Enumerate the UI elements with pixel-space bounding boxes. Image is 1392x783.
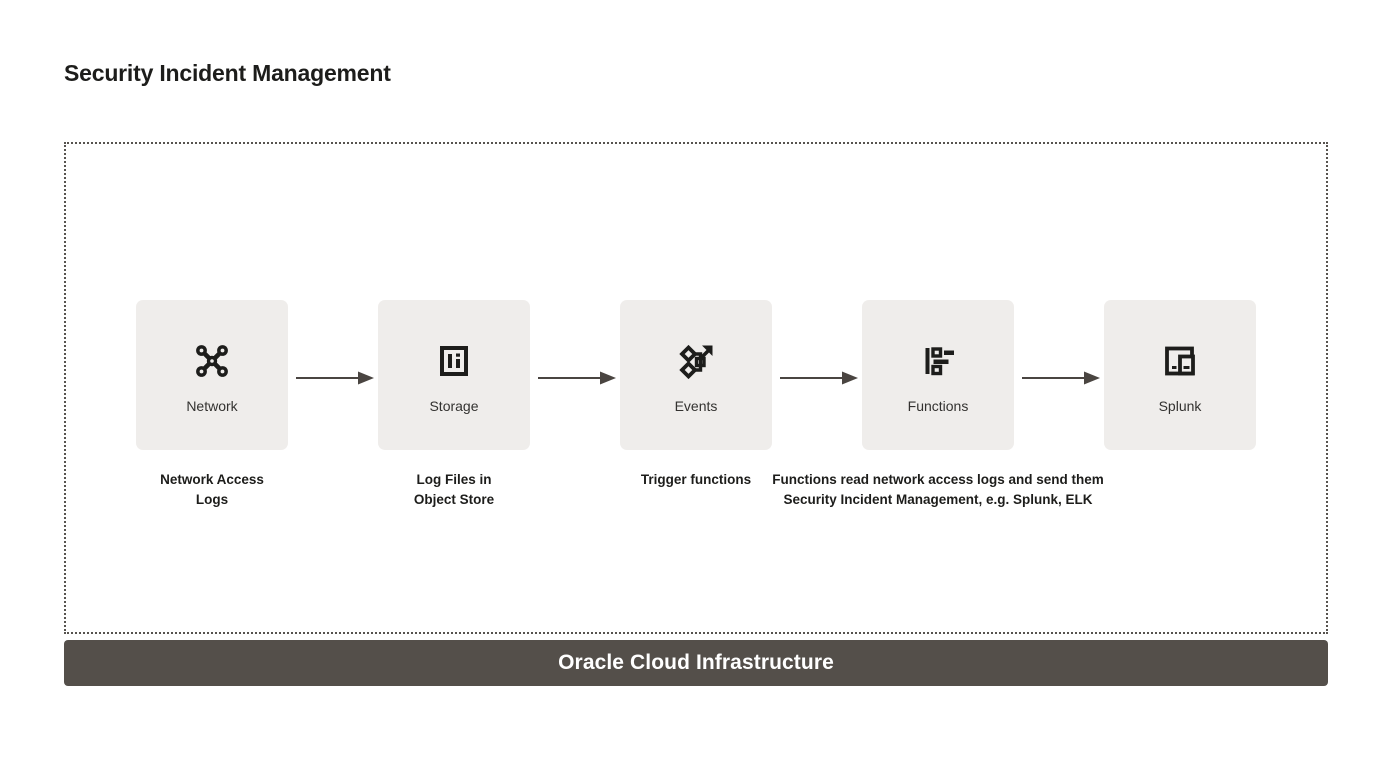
flow-node-storage-caption: Log Files in Object Store (413, 472, 495, 508)
arrow-storage-events (538, 370, 618, 386)
flow-node-splunk-card[interactable]: Splunk (1104, 300, 1256, 450)
flow-node-splunk[interactable]: Splunk (1104, 300, 1256, 450)
page-title: Security Incident Management (64, 60, 391, 86)
events-flow-icon (672, 337, 720, 385)
architecture-flow: Network Network Access Logs Storage Log … (64, 300, 1328, 510)
flow-node-events-caption: Trigger functions (640, 472, 752, 487)
arrow-functions-splunk (1022, 370, 1102, 386)
arrow-network-storage (296, 370, 376, 386)
arrow-events-functions (780, 370, 860, 386)
platform-band-label: Oracle Cloud Infrastructure (558, 651, 834, 674)
flow-node-splunk-label: Splunk (1158, 398, 1202, 414)
flow-node-events[interactable]: Events Trigger functions (620, 300, 772, 490)
flow-node-network-label: Network (186, 398, 238, 414)
storage-drive-icon (430, 337, 478, 385)
flow-node-network-caption: Network Access Logs (160, 472, 264, 508)
flow-node-storage-card[interactable]: Storage (378, 300, 530, 450)
platform-band: Oracle Cloud Infrastructure (64, 640, 1328, 686)
flow-node-storage[interactable]: Storage Log Files in Object Store (378, 300, 530, 511)
flow-node-storage-label: Storage (429, 398, 479, 414)
flow-node-network[interactable]: Network Network Access Logs (136, 300, 288, 511)
flow-span-caption: Functions read network access logs and s… (772, 472, 1104, 508)
functions-blocks-icon (914, 337, 962, 385)
splunk-windows-icon (1156, 337, 1204, 385)
flow-node-network-card[interactable]: Network (136, 300, 288, 450)
flow-node-functions[interactable]: Functions Functions read network access … (772, 300, 1104, 507)
cloud-region-boundary (64, 142, 1328, 634)
flow-node-events-card[interactable]: Events (620, 300, 772, 450)
flow-node-functions-card[interactable]: Functions (862, 300, 1014, 450)
network-hub-icon (188, 337, 236, 385)
flow-node-events-label: Events (674, 398, 718, 414)
flow-node-functions-label: Functions (907, 398, 969, 414)
